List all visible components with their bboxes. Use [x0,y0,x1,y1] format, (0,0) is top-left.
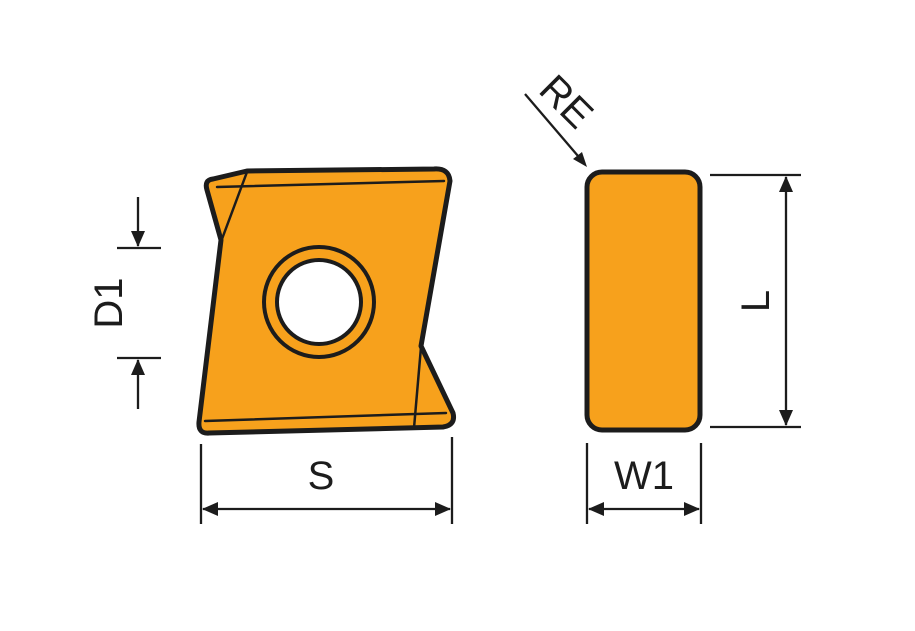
re-label: RE [531,67,601,137]
insert-front-bottom-land-line [203,411,448,423]
insert-side-outline [584,169,703,433]
arrowhead-right [435,502,451,516]
center-hole-bore [275,258,363,346]
leader-line [524,93,579,157]
insert-side-view [584,169,703,433]
dimension-w1: W1 [585,443,703,524]
arrowhead-diagonal [573,152,587,167]
arrowhead-down [131,231,145,247]
arrowhead-left [202,502,218,516]
insert-front-view [196,166,456,436]
dimension-s: S [199,437,454,524]
dimension-d1: D1 [87,197,161,409]
dimension-re: RE [524,67,601,167]
arrowhead-up [131,359,145,375]
arrowhead-left [588,502,604,516]
arrowhead-up [779,176,793,192]
l-label: L [734,290,778,312]
s-label: S [308,454,335,498]
insert-front-bottomright-facet-line [412,345,423,430]
w1-label: W1 [614,454,674,498]
insert-front-top-land-line [215,179,446,189]
d1-label: D1 [87,277,131,328]
arrowhead-down [779,410,793,426]
dimension-l: L [710,173,801,429]
insert-front-topleft-facet-line [220,170,249,241]
arrowhead-right [684,502,700,516]
